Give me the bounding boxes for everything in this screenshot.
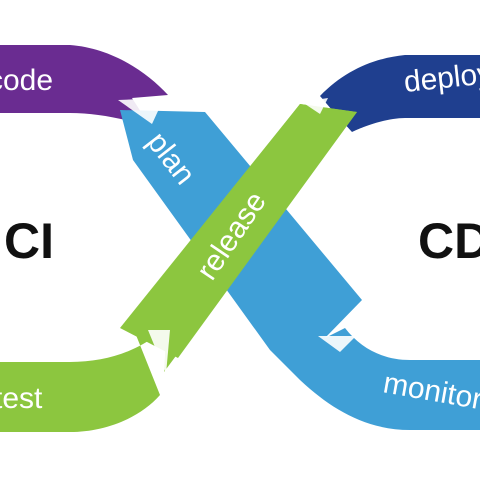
label-test: test xyxy=(0,382,43,415)
label-cd: CD xyxy=(418,213,480,269)
label-deploy: deploy xyxy=(402,57,480,99)
label-ci: CI xyxy=(4,213,54,269)
join-arrow-left-bottom xyxy=(148,330,170,374)
segment-release-band xyxy=(120,104,357,358)
segment-deploy xyxy=(320,55,480,132)
join-arrow-right-top xyxy=(302,98,328,114)
segment-plan-monitor xyxy=(120,110,480,430)
label-code: code xyxy=(0,64,53,97)
segment-code xyxy=(0,45,168,126)
join-arrow-right-bottom xyxy=(318,336,356,352)
join-arrow-left-top xyxy=(118,98,164,124)
